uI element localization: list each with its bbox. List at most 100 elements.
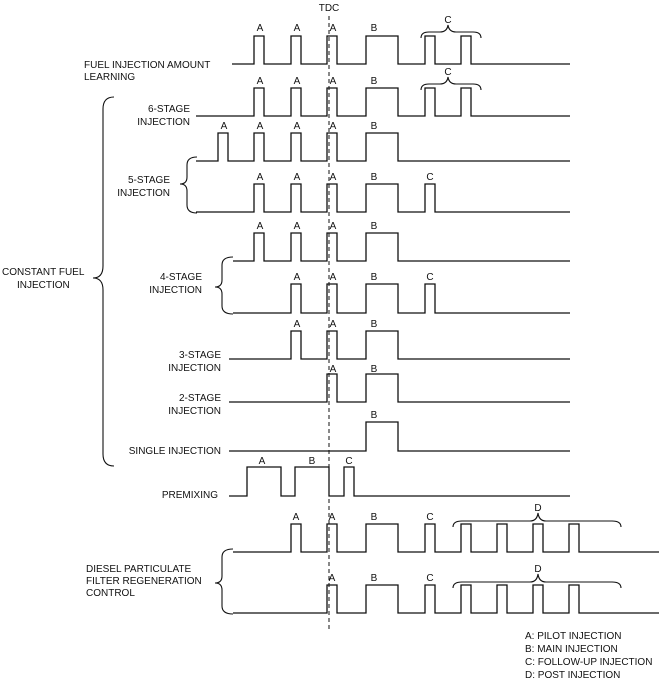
pulse-label-d: D (534, 564, 541, 575)
row-label-line: 4-STAGE (160, 272, 202, 283)
waveform-dpf-regeneration-control-a (233, 523, 659, 553)
pulse-label-a: A (330, 319, 337, 330)
pulse-label-b: B (371, 172, 378, 183)
waveform-4-stage-injection-b (233, 283, 570, 314)
waveform-premixing (229, 466, 570, 497)
row-label-line: INJECTION (168, 406, 221, 417)
row-label-single-injection: SINGLE INJECTION (129, 446, 221, 457)
pulse-label-b: B (371, 410, 378, 421)
legend-item-pilot-injection: A: PILOT INJECTION (525, 631, 622, 642)
group-label-line: CONSTANT FUEL (2, 267, 85, 278)
pulse-label-b: B (371, 121, 378, 132)
row-label-line: SINGLE INJECTION (129, 446, 221, 457)
pulse-label-a: A (330, 23, 337, 34)
pulse-label-c: C (345, 456, 352, 467)
brace-post-injection-dpf-b (452, 573, 622, 589)
pulse-label-c: C (426, 272, 433, 283)
pulse-label-a: A (330, 364, 337, 375)
pulse-labels-fuel-injection-amount-learning: A A A B C (257, 15, 452, 34)
pulse-labels-2-stage-injection: A B (330, 364, 378, 375)
pulse-label-b: B (371, 319, 378, 330)
pulse-label-b: B (371, 512, 378, 523)
legend-item-main-injection: B: MAIN INJECTION (525, 644, 618, 655)
pulse-label-a: A (330, 172, 337, 183)
pulse-label-a: A (330, 272, 337, 283)
pulse-label-c: C (426, 172, 433, 183)
pulse-labels-3-stage-injection: A A B (294, 319, 378, 330)
pulse-labels-4-stage-injection-b: A A B C (294, 272, 434, 283)
row-label-line: FUEL INJECTION AMOUNT (84, 60, 210, 71)
brace-follow-up-6-stage (420, 76, 482, 91)
row-label-line: FILTER REGENERATION (86, 576, 202, 587)
brace-follow-up-learning (420, 24, 482, 39)
pulse-label-a: A (330, 76, 337, 87)
pulse-label-a: A (259, 456, 266, 467)
pulse-label-a: A (257, 121, 264, 132)
pulse-labels-dpf-regeneration-control-b: A B C D (329, 564, 542, 584)
pulse-label-b: B (371, 573, 378, 584)
pulse-label-a: A (257, 172, 264, 183)
row-label-line: LEARNING (84, 72, 135, 83)
pulse-labels-5-stage-injection-a: A A A A B (221, 121, 378, 132)
pulse-labels-6-stage-injection: A A A B C (257, 67, 452, 87)
pulse-labels-4-stage-injection-a: A A A B (257, 221, 378, 232)
pulse-label-a: A (294, 319, 301, 330)
row-label-premixing: PREMIXING (162, 490, 218, 501)
pulse-labels-single-injection: B (371, 410, 378, 421)
pulse-labels-dpf-regeneration-control-a: A A B C D (293, 503, 542, 523)
pulse-label-b: B (309, 456, 316, 467)
waveform-4-stage-injection-a (233, 232, 570, 262)
pulse-label-b: B (371, 272, 378, 283)
legend-item-post-injection: D: POST INJECTION (525, 670, 620, 681)
brace-dpf-regeneration-control (214, 548, 234, 615)
row-label-line: PREMIXING (162, 490, 218, 501)
waveform-single-injection (229, 421, 570, 452)
row-label-line: 6-STAGE (148, 104, 190, 115)
row-label-line: INJECTION (149, 285, 202, 296)
row-label-2-stage-injection: 2-STAGE INJECTION (168, 393, 221, 417)
pulse-labels-5-stage-injection-b: A A A B C (257, 172, 434, 183)
pulse-label-a: A (294, 23, 301, 34)
pulse-label-a: A (257, 76, 264, 87)
waveform-3-stage-injection (229, 330, 570, 360)
waveform-6-stage-injection (196, 87, 570, 117)
pulse-label-a: A (257, 221, 264, 232)
legend-item-follow-up-injection: C: FOLLOW-UP INJECTION (525, 657, 652, 668)
row-label-3-stage-injection: 3-STAGE INJECTION (168, 350, 221, 374)
row-label-line: INJECTION (117, 188, 170, 199)
row-label-5-stage-injection: 5-STAGE INJECTION (117, 175, 170, 199)
group-label-line: INJECTION (17, 280, 70, 291)
pulse-label-b: B (371, 364, 378, 375)
waveform-2-stage-injection (229, 373, 570, 403)
pulse-label-c: C (426, 573, 433, 584)
row-label-line: INJECTION (137, 117, 190, 128)
waveform-5-stage-injection-a (196, 132, 570, 162)
row-label-line: 3-STAGE (179, 350, 221, 361)
pulse-label-c: C (444, 67, 451, 78)
row-label-line: 2-STAGE (179, 393, 221, 404)
row-label-line: 5-STAGE (128, 175, 170, 186)
pulse-label-d: D (534, 503, 541, 514)
pulse-label-b: B (371, 221, 378, 232)
pulse-label-c: C (426, 512, 433, 523)
row-label-4-stage-injection: 4-STAGE INJECTION (149, 272, 202, 296)
pulse-label-a: A (294, 221, 301, 232)
brace-constant-fuel-injection (92, 96, 115, 467)
pulse-label-a: A (294, 121, 301, 132)
row-label-dpf-regeneration-control: DIESEL PARTICULATE FILTER REGENERATION C… (86, 564, 202, 599)
pulse-label-a: A (329, 573, 336, 584)
pulse-label-a: A (329, 512, 336, 523)
waveform-fuel-injection-amount-learning (232, 35, 570, 65)
pulse-label-a: A (330, 221, 337, 232)
brace-post-injection-dpf-a (452, 512, 622, 528)
row-label-line: CONTROL (86, 588, 135, 599)
pulse-label-a: A (330, 121, 337, 132)
pulse-label-b: B (371, 76, 378, 87)
pulse-label-b: B (371, 23, 378, 34)
tdc-label: TDC (319, 3, 340, 14)
group-label-constant-fuel-injection: CONSTANT FUEL INJECTION (2, 267, 85, 291)
pulse-label-a: A (294, 172, 301, 183)
pulse-labels-premixing: A B C (259, 456, 353, 467)
